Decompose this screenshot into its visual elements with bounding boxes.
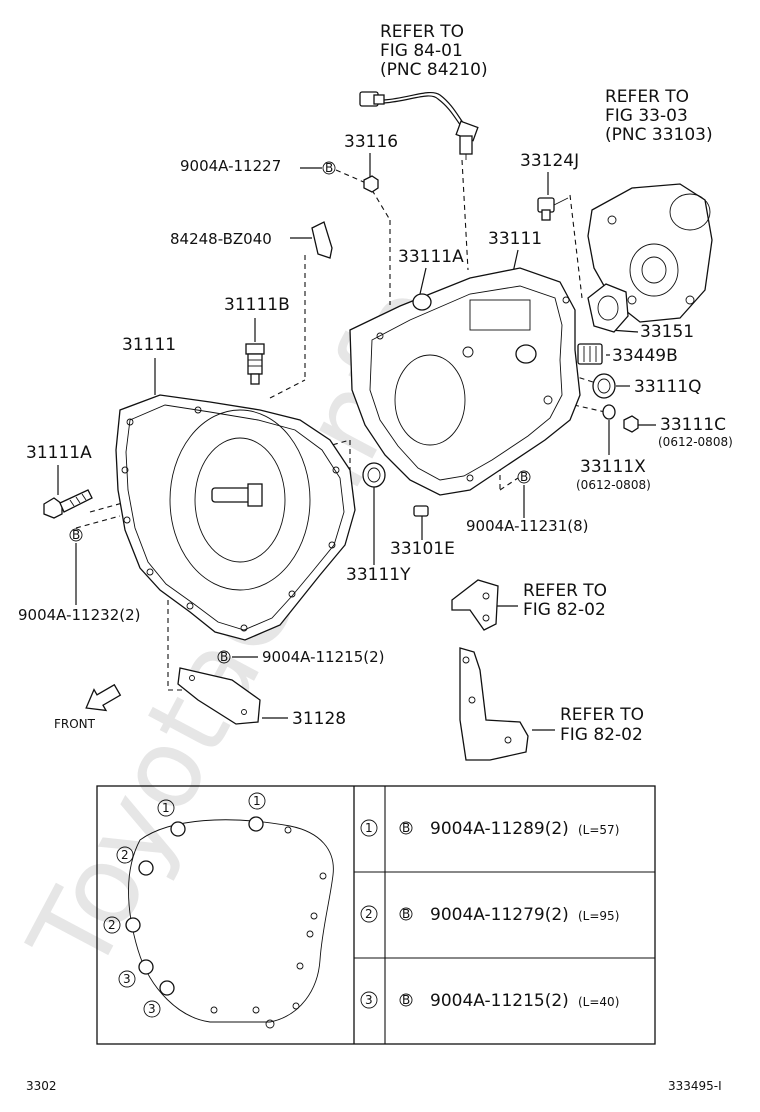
pin-33101e <box>413 505 429 517</box>
part-label-33111c: 33111C <box>660 415 726 435</box>
bolt-table-row: 3 B 9004A-11215(2) (L=40) <box>360 991 619 1011</box>
speed-sensor-harness <box>359 91 479 160</box>
bracket-fig-82-02-small <box>451 579 499 631</box>
bolt-table-row: 2 B 9004A-11279(2) (L=95) <box>360 905 619 925</box>
footer-page-code: 3302 <box>26 1079 57 1093</box>
cover-31128 <box>177 667 261 725</box>
seal-33111q <box>592 373 616 399</box>
row-number: 2 <box>365 907 373 921</box>
outline-marker-1: 1 <box>253 794 261 808</box>
bolt-marker-letter: B <box>402 993 410 1007</box>
row-length: (L=95) <box>578 909 619 923</box>
callout-line: FIG 33-03 <box>605 106 688 126</box>
callout-fig-82-02-bracket: REFER TO FIG 82-02 <box>523 581 607 620</box>
bracket-fig-82-02-mount <box>459 647 529 761</box>
bolt-marker: B <box>322 161 336 175</box>
part-label-31128: 31128 <box>292 709 346 729</box>
row-length: (L=40) <box>578 995 619 1009</box>
extension-housing-33-03 <box>587 183 713 323</box>
part-label-9004a-11227: 9004A-11227 <box>180 157 281 175</box>
part-label-33449b: 33449B <box>612 346 678 366</box>
gasket-33151 <box>587 283 629 333</box>
part-label-84248-bz040: 84248-BZ040 <box>170 230 272 248</box>
part-label-33111: 33111 <box>488 229 542 249</box>
callout-line: REFER TO <box>380 22 464 42</box>
row-part-number: 9004A-11279(2) <box>430 905 569 925</box>
part-label-9004a-11215: 9004A-11215(2) <box>262 648 384 666</box>
part-label-33111y: 33111Y <box>346 565 411 585</box>
breather-31111b <box>245 343 265 385</box>
leader-lines <box>57 153 656 731</box>
bolt-marker: B <box>217 650 231 664</box>
callout-fig-82-02-mount: REFER TO FIG 82-02 <box>560 705 644 745</box>
part-label-33111x: 33111X <box>580 457 646 477</box>
callout-line: REFER TO <box>523 581 607 601</box>
bolt-marker-letter: B <box>220 650 228 664</box>
part-label-33124j: 33124J <box>520 151 579 171</box>
outline-marker-3: 3 <box>123 972 131 986</box>
clutch-housing-31111 <box>115 394 356 641</box>
bolt-marker-letter: B <box>72 528 80 542</box>
callout-line: (PNC 84210) <box>380 60 488 80</box>
front-arrow-icon <box>85 683 122 712</box>
row-number: 3 <box>365 993 373 1007</box>
plug-33116 <box>363 175 379 193</box>
part-note-33111c: (0612-0808) <box>658 435 733 449</box>
callout-line: REFER TO <box>605 87 689 107</box>
part-label-33116: 33116 <box>344 132 398 152</box>
row-number: 1 <box>365 821 373 835</box>
bolt-33124j <box>537 197 569 221</box>
part-label-9004a-11232: 9004A-11232(2) <box>18 606 140 624</box>
outline-marker-1: 1 <box>162 801 170 815</box>
washer-33111x <box>602 404 616 420</box>
callout-line: (PNC 33103) <box>605 125 713 145</box>
part-label-31111: 31111 <box>122 335 176 355</box>
row-part-number: 9004A-11215(2) <box>430 991 569 1011</box>
callout-fig-33-03: REFER TO FIG 33-03 (PNC 33103) <box>605 87 713 145</box>
bolt-marker: B <box>69 528 83 542</box>
part-label-9004a-11231: 9004A-11231(8) <box>466 517 588 535</box>
footer-figure-id: 333495-I <box>668 1079 722 1093</box>
magnet-33449b <box>577 343 603 365</box>
outline-marker-2: 2 <box>121 848 129 862</box>
bolt-marker: B <box>517 470 531 484</box>
part-label-33111q: 33111Q <box>634 377 701 397</box>
part-label-33111a: 33111A <box>398 247 464 267</box>
transmission-case-33111 <box>349 267 581 496</box>
row-part-number: 9004A-11289(2) <box>430 819 569 839</box>
bolt-location-outline: 1 1 2 2 3 3 <box>103 792 334 1029</box>
bolt-marker-letter: B <box>402 907 410 921</box>
bolt-marker-letter: B <box>520 470 528 484</box>
callout-line: REFER TO <box>560 705 644 725</box>
bolt-table: 1 1 2 2 3 3 1 B 9004A-11289(2) (L=57) 2 <box>96 785 656 1045</box>
bolt-31111a <box>43 489 93 519</box>
callout-fig-84-01: REFER TO FIG 84-01 (PNC 84210) <box>380 22 488 80</box>
part-label-31111b: 31111B <box>224 295 290 315</box>
bracket-84248 <box>311 221 333 259</box>
bolt-33111c <box>623 415 639 433</box>
bolt-marker-letter: B <box>402 821 410 835</box>
outline-marker-3: 3 <box>148 1002 156 1016</box>
part-label-33151: 33151 <box>640 322 694 342</box>
part-note-33111x: (0612-0808) <box>576 478 651 492</box>
part-label-31111a: 31111A <box>26 443 92 463</box>
bolt-table-row: 1 B 9004A-11289(2) (L=57) <box>360 819 619 839</box>
front-label: FRONT <box>54 717 96 731</box>
callout-line: FIG 82-02 <box>560 725 643 745</box>
bolt-marker-letter: B <box>325 161 333 175</box>
housing-bolt-holes <box>121 406 340 632</box>
seal-33111y <box>362 462 386 488</box>
outline-marker-2: 2 <box>108 918 116 932</box>
callout-line: FIG 82-02 <box>523 600 606 620</box>
callout-line: FIG 84-01 <box>380 41 463 61</box>
row-length: (L=57) <box>578 823 619 837</box>
part-label-33101e: 33101E <box>390 539 455 559</box>
